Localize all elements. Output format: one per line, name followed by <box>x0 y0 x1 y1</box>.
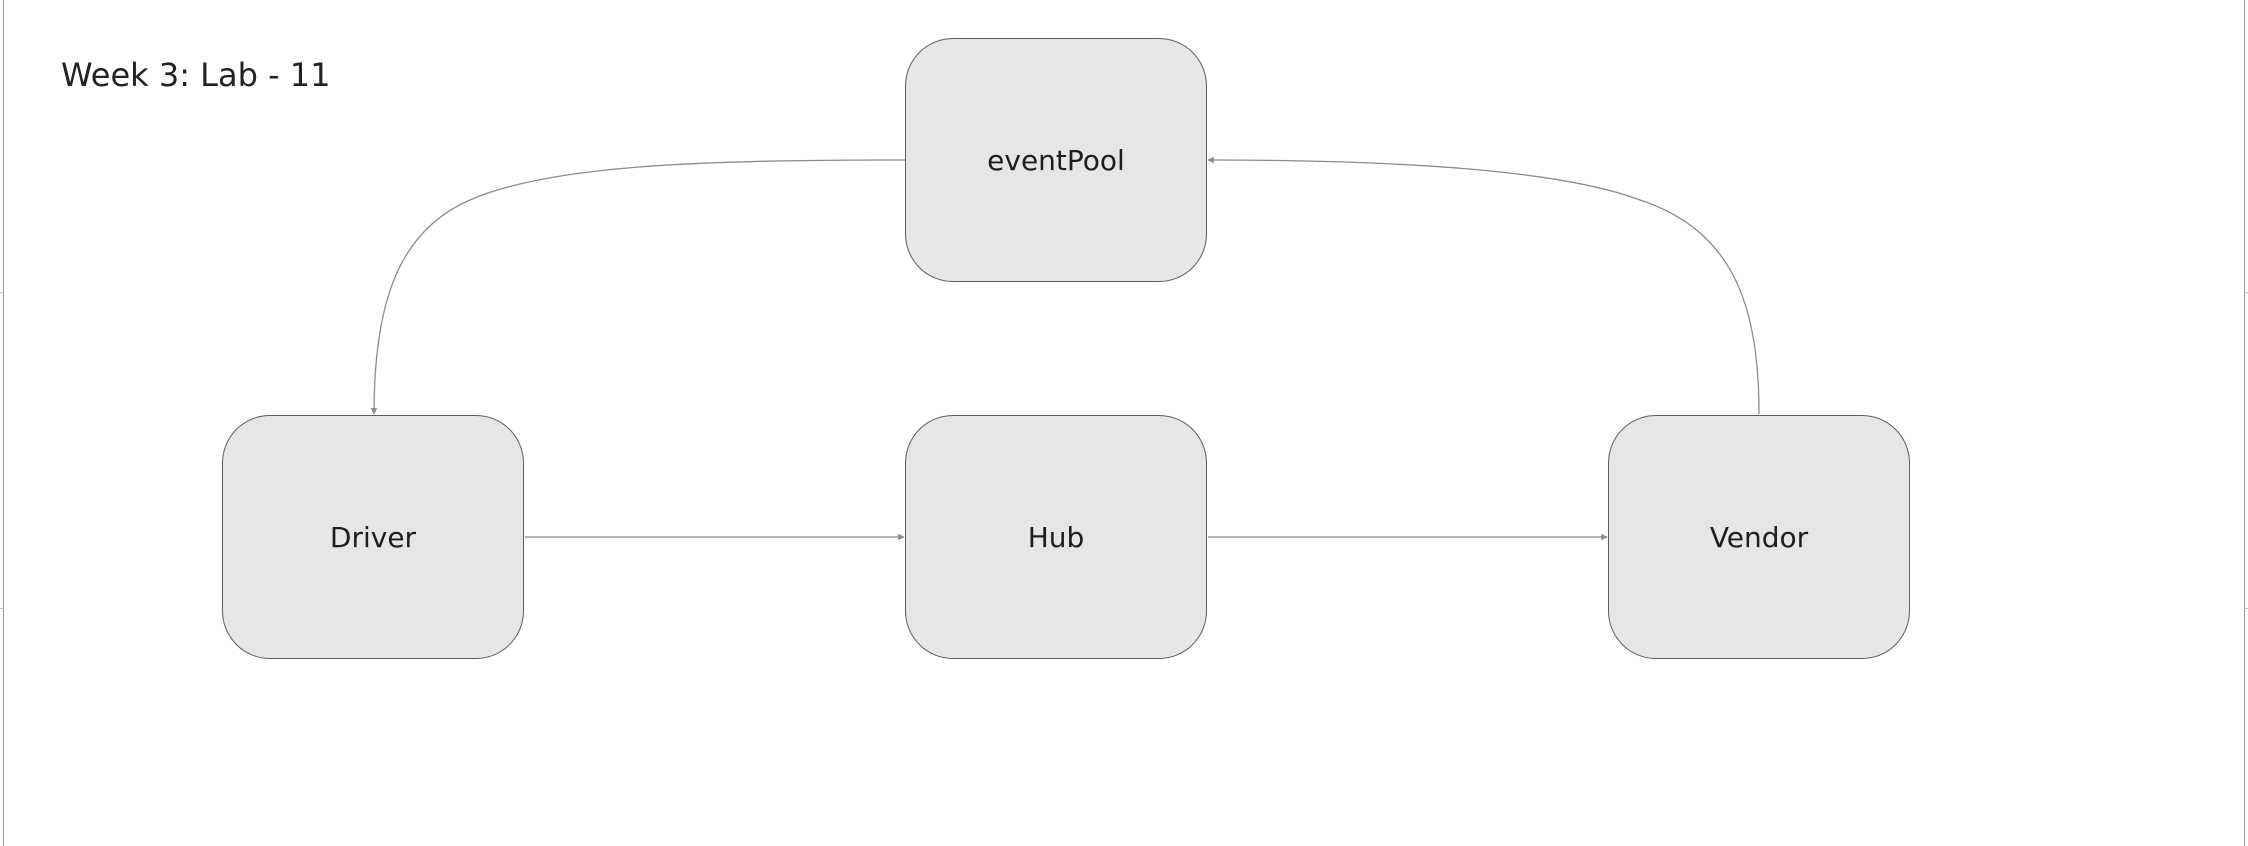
edge-tick-mark <box>2244 608 2248 609</box>
edge-vendor-to-eventpool[interactable] <box>1207 156 1760 415</box>
node-vendor-label: Vendor <box>1709 520 1809 554</box>
node-vendor[interactable]: Vendor <box>1608 415 1910 659</box>
edge-tick-mark <box>2244 292 2248 293</box>
node-eventpool-label: eventPool <box>987 143 1125 177</box>
node-driver[interactable]: Driver <box>222 415 524 659</box>
node-hub[interactable]: Hub <box>905 415 1207 659</box>
node-eventpool[interactable]: eventPool <box>905 38 1207 282</box>
edge-tick-mark <box>0 292 4 293</box>
canvas-right-border <box>2244 0 2245 846</box>
edge-eventpool-to-driver[interactable] <box>370 159 906 415</box>
diagram-title: Week 3: Lab - 11 <box>61 56 331 94</box>
node-hub-label: Hub <box>1027 520 1085 554</box>
canvas-left-border <box>3 0 4 846</box>
node-driver-label: Driver <box>329 520 417 554</box>
edge-tick-mark <box>0 608 4 609</box>
